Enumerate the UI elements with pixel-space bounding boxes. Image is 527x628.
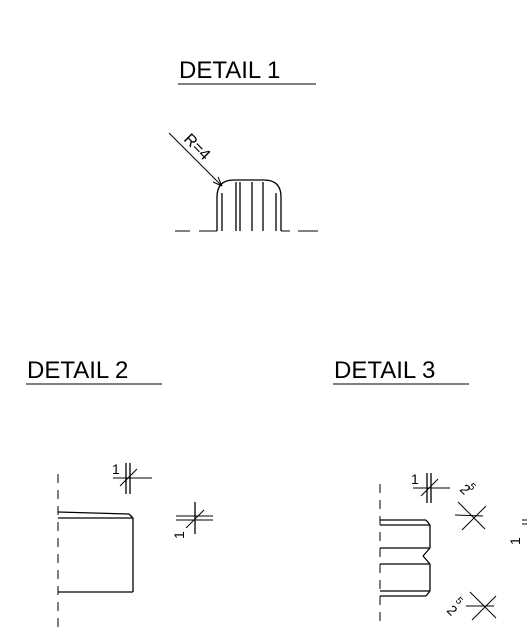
detail-2-title: DETAIL 2 <box>27 357 128 384</box>
detail-3-top-chamfer <box>425 519 431 526</box>
detail-3-dim-c-line-2 <box>471 595 497 621</box>
detail-3-notch-upper <box>422 547 431 557</box>
detail-3-dim-c: 2 5 <box>444 591 497 621</box>
detail-1: DETAIL 1 R=4 <box>168 57 318 232</box>
detail-2-dim-top-label: 1 <box>112 461 120 477</box>
detail-3-dim-a-label: 1 <box>411 471 419 487</box>
detail-1-radius-leader <box>168 132 223 187</box>
detail-3-dim-b-line-3 <box>454 514 484 517</box>
detail-1-bead-outline <box>216 179 282 231</box>
detail-1-title: DETAIL 1 <box>179 57 280 84</box>
detail-2-dim-right-slash <box>185 509 205 529</box>
detail-2-dim-top-slash <box>119 468 138 487</box>
detail-3-dim-edge-label: 1 <box>507 537 523 545</box>
detail-1-radius-label: R=4 <box>180 131 213 164</box>
detail-3-dim-a-slash <box>420 478 439 497</box>
detail-1-radius-arrowhead <box>212 176 223 187</box>
detail-3: DETAIL 3 1 2 5 1 <box>333 357 527 628</box>
detail-3-title: DETAIL 3 <box>334 357 435 384</box>
detail-3-notch-lower <box>422 555 431 565</box>
detail-3-dim-b: 2 5 <box>454 481 487 531</box>
detail-2: DETAIL 2 1 1 <box>26 357 213 628</box>
detail-2-dim-right-label: 1 <box>171 531 187 539</box>
detail-2-profile-top <box>57 511 130 515</box>
detail-3-dim-b-line-2 <box>461 505 487 531</box>
detail-3-dim-c-line-1 <box>469 591 497 619</box>
detail-3-bottom-chamfer <box>425 590 431 597</box>
detail-2-chamfer <box>128 513 134 519</box>
